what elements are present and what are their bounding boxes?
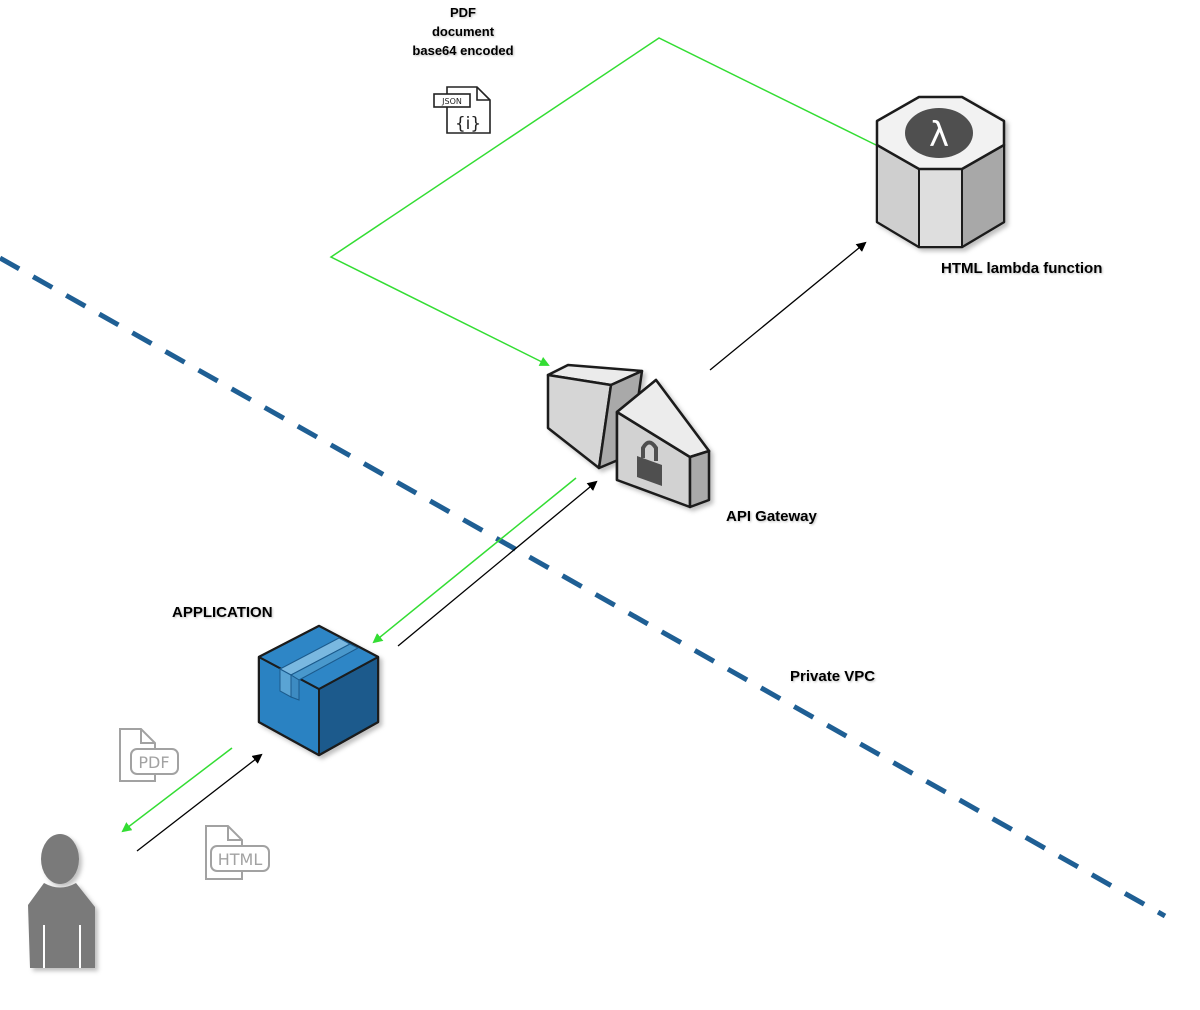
lambda-glyph: λ	[929, 115, 949, 155]
pdf-file-icon: PDF	[119, 728, 179, 782]
padlock-icon	[637, 440, 662, 486]
lambda-function-icon: λ	[875, 95, 1006, 249]
json-tag-text: JSON	[441, 97, 462, 106]
api-to-app-response-line	[372, 477, 577, 644]
vpc-boundary-line	[0, 255, 1167, 919]
html-file-icon: HTML	[205, 825, 270, 880]
html-tag-text: HTML	[218, 850, 263, 869]
payload-label-line-1: PDF	[450, 5, 476, 20]
payload-label: PDF document base64 encoded	[393, 3, 533, 60]
lambda-badge	[905, 108, 973, 158]
json-glyph-text: {i}	[455, 114, 481, 134]
api-gateway-icon	[546, 363, 711, 509]
app-to-api-request-line	[397, 480, 598, 647]
api-gateway-label: API Gateway	[726, 508, 817, 525]
app-to-user-response-line	[121, 747, 233, 833]
lambda-label: HTML lambda function	[941, 260, 1103, 277]
payload-label-line-2: document	[431, 24, 495, 39]
api-to-lambda-request-line	[709, 241, 867, 371]
vpc-label: Private VPC	[790, 668, 876, 685]
user-icon	[28, 834, 95, 968]
application-box-icon	[257, 624, 380, 757]
lambda-to-api-response-line	[329, 37, 877, 366]
application-label: APPLICATION	[172, 604, 273, 621]
json-document-icon: JSON {i}	[433, 86, 491, 134]
user-to-app-request-line	[136, 753, 263, 852]
pdf-tag-text: PDF	[138, 753, 169, 772]
payload-label-line-3: base64 encoded	[412, 43, 514, 58]
